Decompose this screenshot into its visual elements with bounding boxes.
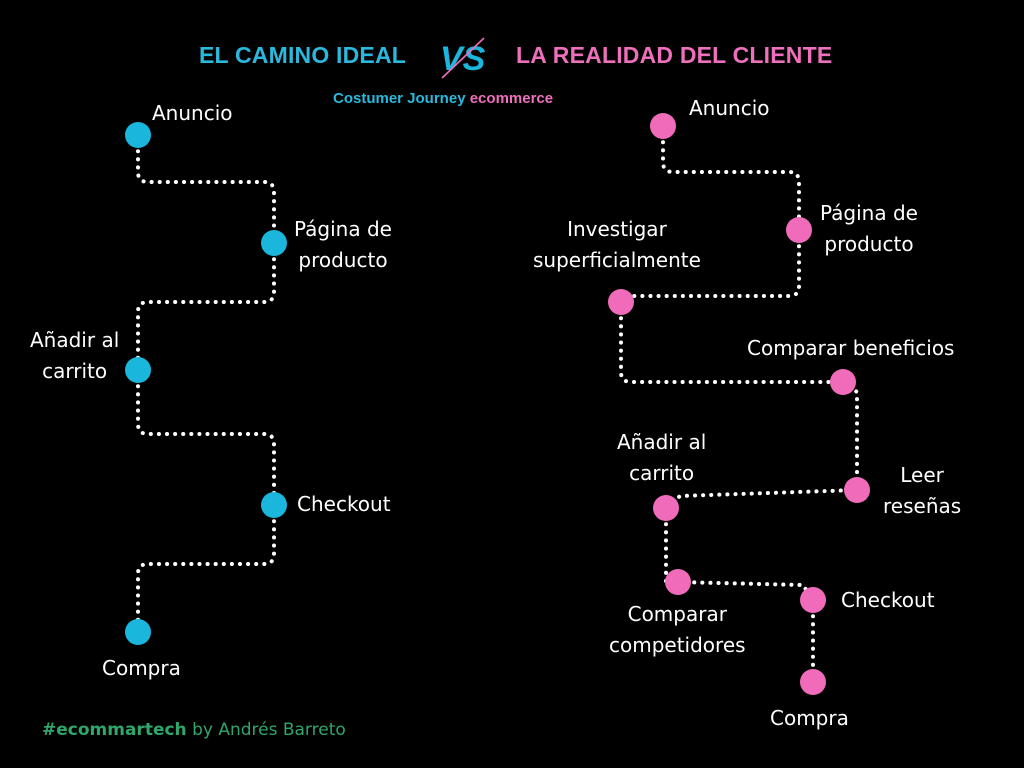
label-line: Página de bbox=[294, 217, 392, 241]
subtitle: Costumer Journey ecommerce bbox=[333, 90, 553, 107]
real-connector-1 bbox=[619, 228, 801, 298]
ideal-connector-0 bbox=[136, 133, 276, 245]
label-line: Compra bbox=[102, 656, 181, 680]
ideal-connector-2 bbox=[136, 368, 276, 507]
footer-credit: #ecommartech by Andrés Barreto bbox=[42, 720, 346, 740]
real-label-anuncio: Anuncio bbox=[689, 93, 770, 124]
real-nodes bbox=[608, 113, 870, 695]
subtitle-ecommerce: ecommerce bbox=[469, 90, 554, 107]
ideal-title: EL CAMINO IDEAL bbox=[199, 42, 407, 68]
label-line: Añadir al bbox=[30, 328, 120, 352]
real-node-5 bbox=[653, 495, 679, 521]
real-label-compra: Compra bbox=[770, 703, 849, 734]
ideal-label-checkout: Checkout bbox=[297, 489, 391, 520]
ideal-connector-3 bbox=[136, 503, 276, 634]
label-line: Anuncio bbox=[152, 101, 233, 125]
real-connector-4 bbox=[664, 488, 859, 510]
real-label-anadir-carrito: Añadir al carrito bbox=[617, 427, 706, 489]
label-line: Anuncio bbox=[689, 96, 770, 120]
label-line: Comparar bbox=[627, 602, 727, 626]
real-node-7 bbox=[800, 587, 826, 613]
ideal-connector-1 bbox=[136, 241, 276, 372]
real-node-6 bbox=[665, 569, 691, 595]
label-line: producto bbox=[824, 232, 914, 256]
footer-hashtag: #ecommartech bbox=[42, 720, 187, 740]
label-line: superficialmente bbox=[533, 248, 701, 272]
real-label-comparar-beneficios: Comparar beneficios bbox=[747, 333, 954, 364]
ideal-label-anuncio: Anuncio bbox=[152, 98, 233, 129]
label-line: competidores bbox=[609, 633, 746, 657]
label-line: Página de bbox=[820, 201, 918, 225]
real-label-investigar: Investigar superficialmente bbox=[533, 214, 701, 276]
real-node-4 bbox=[844, 477, 870, 503]
ideal-nodes bbox=[125, 122, 287, 645]
label-line: Checkout bbox=[841, 588, 935, 612]
real-node-2 bbox=[608, 289, 634, 315]
real-node-8 bbox=[800, 669, 826, 695]
ideal-node-0 bbox=[125, 122, 151, 148]
real-connector-0 bbox=[661, 124, 801, 232]
label-line: Añadir al bbox=[617, 430, 707, 454]
ideal-node-1 bbox=[261, 230, 287, 256]
label-line: Leer bbox=[900, 463, 944, 487]
ideal-node-4 bbox=[125, 619, 151, 645]
real-label-checkout: Checkout bbox=[841, 585, 935, 616]
subtitle-journey: Costumer Journey bbox=[333, 90, 466, 107]
real-connector-3 bbox=[841, 380, 859, 492]
real-label-pagina-producto: Página de producto bbox=[820, 198, 918, 260]
ideal-label-compra: Compra bbox=[102, 653, 181, 684]
real-node-3 bbox=[830, 369, 856, 395]
real-label-leer-resenas: Leer reseñas bbox=[883, 460, 961, 522]
label-line: reseñas bbox=[883, 494, 962, 518]
footer-byline: by Andrés Barreto bbox=[192, 720, 346, 740]
vs-slash bbox=[441, 37, 485, 79]
vs-logo: VS bbox=[440, 37, 486, 79]
ideal-label-pagina-producto: Página de producto bbox=[294, 214, 392, 276]
real-node-0 bbox=[650, 113, 676, 139]
real-label-comparar-competidores: Comparar competidores bbox=[609, 599, 746, 661]
ideal-node-2 bbox=[125, 357, 151, 383]
real-title: LA REALIDAD DEL CLIENTE bbox=[516, 42, 833, 68]
label-line: carrito bbox=[42, 359, 108, 383]
label-line: Checkout bbox=[297, 492, 391, 516]
label-line: Comparar beneficios bbox=[747, 336, 955, 360]
label-line: Compra bbox=[770, 706, 849, 730]
real-node-1 bbox=[786, 217, 812, 243]
ideal-node-3 bbox=[261, 492, 287, 518]
label-line: carrito bbox=[629, 461, 695, 485]
label-line: producto bbox=[298, 248, 388, 272]
ideal-label-anadir-carrito: Añadir al carrito bbox=[30, 325, 119, 387]
ideal-connectors bbox=[136, 133, 276, 634]
label-line: Investigar bbox=[567, 217, 667, 241]
real-connector-6 bbox=[676, 580, 815, 602]
